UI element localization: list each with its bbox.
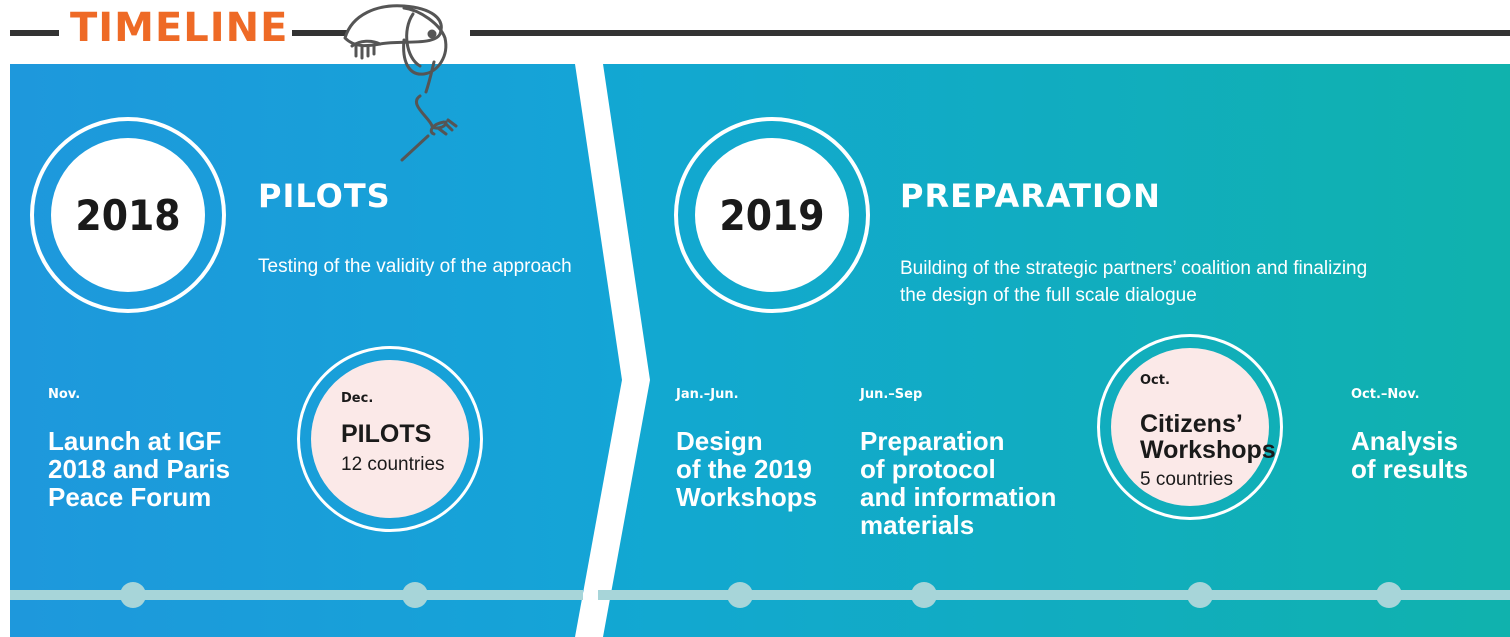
milestone-line: Design — [676, 426, 763, 456]
milestone-line: 2018 and Paris — [48, 454, 231, 485]
milestone-pilots-countries: 12 countries — [341, 454, 445, 475]
milestone-citizens-countries: 5 countries — [1140, 469, 1233, 490]
phase-description-line: Testing of the validity of the approach — [258, 256, 572, 277]
milestone-date-dec: Dec. — [341, 391, 374, 406]
milestone-design-workshops: Design of the 2019 Workshops — [676, 427, 817, 511]
milestone-line: of results — [1351, 454, 1469, 485]
milestone-analysis-results: Analysis of results — [1351, 427, 1468, 483]
milestone-line: Analysis — [1351, 426, 1458, 456]
timeline-line-right — [598, 590, 1510, 600]
highlight-ring-citizens-workshops — [1097, 334, 1283, 520]
milestone-pilots-title: PILOTS — [341, 420, 432, 448]
milestone-date-oct-nov: Oct.–Nov. — [1351, 387, 1420, 402]
phase-title-pilots: PILOTS — [258, 177, 391, 215]
page-title: TIMELINE — [70, 5, 289, 51]
header-rule-right — [470, 30, 1510, 36]
milestone-preparation-protocol: Preparation of protocol and information … — [860, 427, 1056, 539]
milestone-date-nov: Nov. — [48, 387, 81, 402]
timeline-dot — [120, 582, 146, 608]
milestone-line: of the 2019 — [676, 454, 812, 485]
year-ring-2018 — [30, 117, 226, 313]
milestone-line: and information — [860, 482, 1057, 513]
timeline-dot — [1376, 582, 1402, 608]
year-ring-2019 — [674, 117, 870, 313]
timeline-line-left — [10, 590, 583, 600]
milestone-line: Launch at IGF — [48, 426, 222, 456]
header-rule-left — [10, 30, 59, 36]
phase-description-pilots: Testing of the validity of the approach — [258, 254, 572, 281]
milestone-line: Preparation — [860, 426, 1005, 456]
timeline-dot — [727, 582, 753, 608]
highlight-circle-pilots — [311, 360, 469, 518]
milestone-launch-igf: Launch at IGF 2018 and Paris Peace Forum — [48, 427, 230, 511]
header-rule-middle — [292, 30, 350, 36]
timeline-dot — [402, 582, 428, 608]
milestone-line: Citizens’ — [1140, 410, 1243, 438]
phase-description-preparation: Building of the strategic partners’ coal… — [900, 256, 1367, 309]
hanging-doodle-character — [343, 4, 458, 162]
milestone-line: of protocol — [860, 454, 996, 485]
milestone-line: Workshops — [676, 482, 818, 513]
milestone-date-oct: Oct. — [1140, 373, 1170, 388]
milestone-line: Peace Forum — [48, 482, 212, 513]
milestone-date-jun-sep: Jun.–Sep — [860, 387, 923, 402]
milestone-line: Workshops — [1140, 436, 1276, 465]
highlight-circle-citizens-workshops — [1111, 348, 1269, 506]
timeline-dot — [1187, 582, 1213, 608]
year-2019-badge: 2019 — [695, 138, 849, 292]
milestone-date-jan-jun: Jan.–Jun. — [676, 387, 739, 402]
phase-title-preparation: PREPARATION — [900, 177, 1161, 215]
milestone-line: materials — [860, 510, 975, 541]
year-2018-badge: 2018 — [51, 138, 205, 292]
phase-description-line: Building of the strategic partners’ coal… — [900, 258, 1368, 279]
phase-description-line: the design of the full scale dialogue — [900, 284, 1197, 306]
timeline-dot — [911, 582, 937, 608]
highlight-ring-pilots — [297, 346, 483, 532]
milestone-citizens-workshops: Citizens’ Workshops — [1140, 411, 1276, 464]
